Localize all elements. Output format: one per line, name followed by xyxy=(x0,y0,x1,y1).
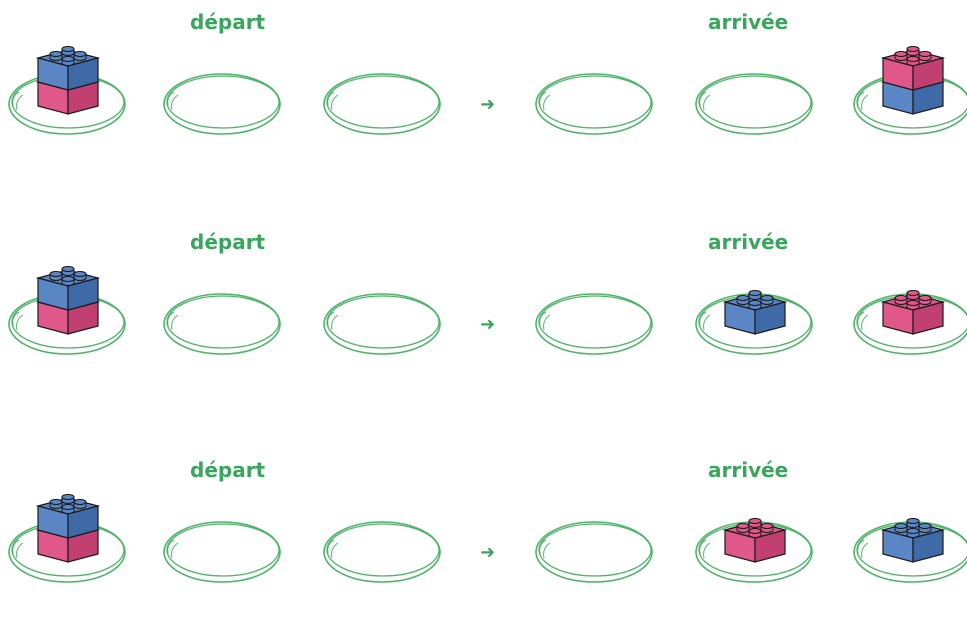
end-brick-stack xyxy=(722,290,788,335)
start-brick-stack xyxy=(35,46,101,115)
start-plate xyxy=(163,521,281,583)
start-label: départ xyxy=(190,458,266,482)
end-label: arrivée xyxy=(708,230,789,254)
end-brick-stack xyxy=(880,290,946,335)
start-label: départ xyxy=(190,10,266,34)
start-brick-stack xyxy=(35,266,101,335)
puzzle-row: départ arrivée ➜ xyxy=(0,220,967,390)
end-plate xyxy=(535,73,653,135)
puzzle-row: départ arrivée ➜ xyxy=(0,448,967,618)
end-label: arrivée xyxy=(708,458,789,482)
arrow-icon: ➜ xyxy=(480,542,496,563)
end-brick-stack xyxy=(880,518,946,563)
end-brick-stack xyxy=(722,518,788,563)
end-plate xyxy=(535,293,653,355)
end-plate xyxy=(695,73,813,135)
arrow-icon: ➜ xyxy=(480,314,496,335)
start-label: départ xyxy=(190,230,266,254)
start-plate xyxy=(163,293,281,355)
start-plate xyxy=(163,73,281,135)
start-brick-stack xyxy=(35,494,101,563)
end-brick-stack xyxy=(880,46,946,115)
arrow-icon: ➜ xyxy=(480,94,496,115)
end-plate xyxy=(535,521,653,583)
start-plate xyxy=(323,293,441,355)
end-label: arrivée xyxy=(708,10,789,34)
puzzle-row: départ arrivée ➜ xyxy=(0,0,967,170)
start-plate xyxy=(323,73,441,135)
start-plate xyxy=(323,521,441,583)
